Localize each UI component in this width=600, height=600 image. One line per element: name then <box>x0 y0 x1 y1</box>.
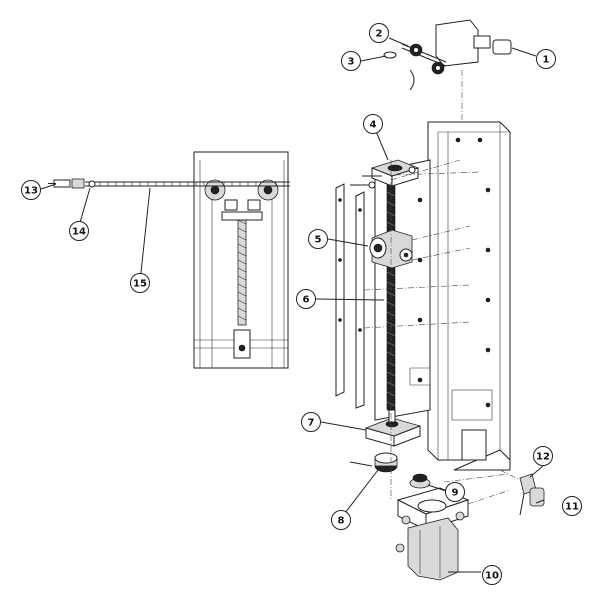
chain-bolt <box>53 179 71 188</box>
callout-1-circle <box>536 49 556 69</box>
frame-window <box>461 429 487 461</box>
callout-leaders <box>40 37 545 573</box>
top-bearing-block <box>350 159 420 189</box>
callout-1: 1 <box>536 49 556 69</box>
callout-4: 4 <box>363 114 383 134</box>
callout-2-circle <box>369 23 389 43</box>
callout-10: 10 <box>482 565 502 585</box>
callout-11-circle <box>562 496 582 516</box>
callout-9: 9 <box>445 482 465 502</box>
small-parts <box>519 473 545 516</box>
motor-assembly <box>395 487 470 581</box>
callout-12: 12 <box>533 446 553 466</box>
top-drive-assembly <box>383 19 512 91</box>
callout-1-number: 1 <box>543 55 550 66</box>
callout-12-number: 12 <box>536 452 550 463</box>
assembly-centre-lines <box>363 70 521 505</box>
callout-15: 15 <box>130 273 150 293</box>
callout-4-circle <box>363 114 383 134</box>
callout-3: 3 <box>341 51 361 71</box>
coupling-spider <box>409 473 431 489</box>
bottom-bearing-plate <box>364 409 422 447</box>
callout-12-circle <box>533 446 553 466</box>
chain-assembly-inset <box>193 151 289 369</box>
callout-11-number: 11 <box>565 502 579 513</box>
guide-rails <box>335 183 365 409</box>
callout-13: 13 <box>21 180 41 200</box>
roller-chain <box>48 178 290 189</box>
callout-15-circle <box>130 273 150 293</box>
callout-2-number: 2 <box>376 29 383 40</box>
callout-13-number: 13 <box>24 186 38 197</box>
callout-14-number: 14 <box>72 227 86 238</box>
frame-back-plate <box>427 121 511 461</box>
callout-10-circle <box>482 565 502 585</box>
callout-4-number: 4 <box>370 120 377 131</box>
callout-11: 11 <box>562 496 582 516</box>
shaft-coupling <box>349 452 398 473</box>
callout-5: 5 <box>308 229 328 249</box>
callout-8: 8 <box>331 510 351 530</box>
callout-3-circle <box>341 51 361 71</box>
end-cap <box>492 39 512 55</box>
callout-6: 6 <box>296 289 316 309</box>
callout-6-number: 6 <box>303 295 310 306</box>
callout-14: 14 <box>69 221 89 241</box>
callout-8-circle <box>331 510 351 530</box>
callout-7: 7 <box>301 412 321 432</box>
callout-8-number: 8 <box>338 516 345 527</box>
callout-7-circle <box>301 412 321 432</box>
top-mounting-bracket <box>435 19 479 67</box>
callout-2: 2 <box>369 23 389 43</box>
motor-body <box>407 517 459 581</box>
callout-7-number: 7 <box>308 418 315 429</box>
callout-6-circle <box>296 289 316 309</box>
callout-9-circle <box>445 482 465 502</box>
callout-14-circle <box>69 221 89 241</box>
ball-nut-carriage <box>369 229 413 269</box>
callout-3-number: 3 <box>348 57 355 68</box>
chain-connector <box>71 178 85 189</box>
callout-13-circle <box>21 180 41 200</box>
callout-5-circle <box>308 229 328 249</box>
part-11-cap <box>529 487 545 507</box>
callout-9-number: 9 <box>452 488 459 499</box>
callout-10-number: 10 <box>485 571 499 582</box>
callout-5-number: 5 <box>315 235 322 246</box>
guide-rail-left <box>335 183 345 397</box>
callout-15-number: 15 <box>133 279 147 290</box>
